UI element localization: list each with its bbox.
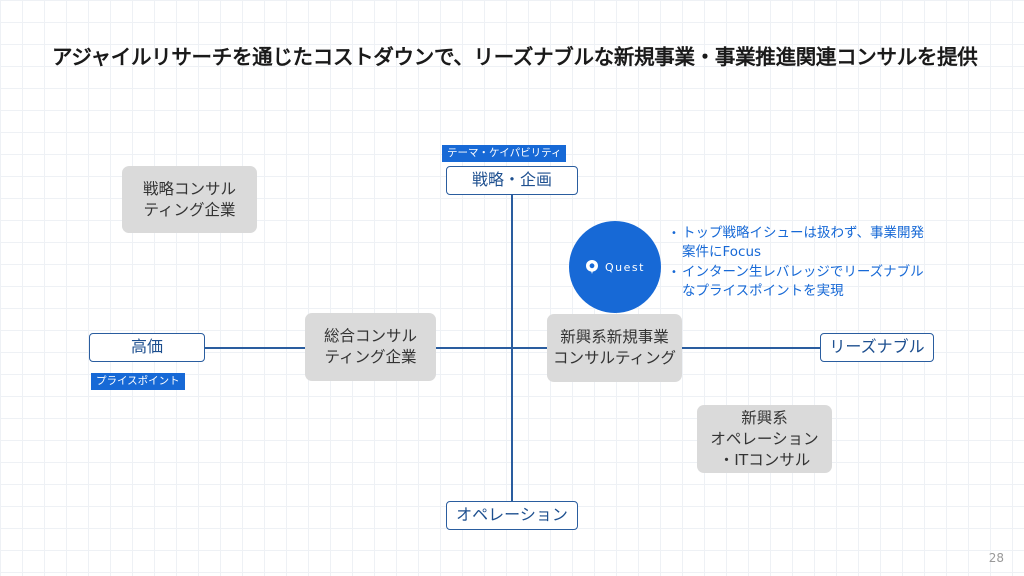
capability-axis-line [511, 194, 513, 502]
competitor-general-line-1: 総合コンサル [323, 327, 417, 345]
competitor-general-line-2: ティング企業 [324, 348, 417, 366]
quest-notes: • トップ戦略イシューは扱わず、事業開発 案件にFocus • インターン生レバ… [671, 224, 941, 302]
axis-label-strategy: 戦略・企画 [446, 166, 578, 195]
axis-tag-price-point: プライスポイント [91, 373, 185, 390]
page-title: アジャイルリサーチを通じたコストダウンで、リーズナブルな新規事業・事業推進関連コ… [52, 45, 978, 69]
bullet-icon: • [671, 228, 677, 239]
axis-label-operations: オペレーション [446, 501, 578, 530]
quest-logo-icon [586, 260, 599, 274]
quest-note-2-line-1: インターン生レバレッジでリーズナブル [682, 264, 924, 280]
quest-note-1-line-1: トップ戦略イシューは扱わず、事業開発 [682, 225, 925, 241]
quest-logo-text: Quest [605, 260, 645, 274]
quest-position-marker: Quest [569, 221, 661, 313]
competitor-strategy-line-2: ティング企業 [143, 200, 236, 219]
competitor-ops-it-consulting: 新興系 オペレーション ・ITコンサル [697, 405, 832, 473]
quest-note-1: • トップ戦略イシューは扱わず、事業開発 案件にFocus [671, 224, 941, 262]
competitor-new-business-consulting: 新興系新規事業 コンサルティング [547, 314, 682, 382]
axis-tag-capability: テーマ・ケイパビリティ [442, 145, 567, 162]
competitor-ops-line-1: 新興系 [741, 408, 788, 427]
competitor-ops-line-2: オペレーション [710, 429, 819, 448]
axis-label-expensive: 高価 [89, 333, 205, 362]
competitor-strategy-line-1: 戦略コンサル [142, 179, 236, 198]
competitor-newbiz-line-1: 新興系新規事業 [560, 328, 669, 346]
competitor-ops-line-3: ・ITコンサル [718, 450, 811, 469]
quest-logo: Quest [585, 259, 645, 275]
competitor-general-consulting: 総合コンサル ティング企業 [305, 313, 436, 381]
quest-note-2-line-2: なプライスポイントを実現 [682, 283, 844, 299]
axis-label-reasonable: リーズナブル [820, 333, 934, 362]
competitor-strategy-consulting: 戦略コンサル ティング企業 [122, 166, 257, 233]
price-axis-line [204, 347, 822, 349]
bullet-icon: • [671, 267, 677, 278]
competitor-newbiz-line-2: コンサルティング [552, 349, 677, 367]
quest-note-1-line-2: 案件にFocus [682, 244, 762, 260]
page-number: 28 [988, 551, 1004, 565]
quest-note-2: • インターン生レバレッジでリーズナブル なプライスポイントを実現 [671, 263, 941, 301]
